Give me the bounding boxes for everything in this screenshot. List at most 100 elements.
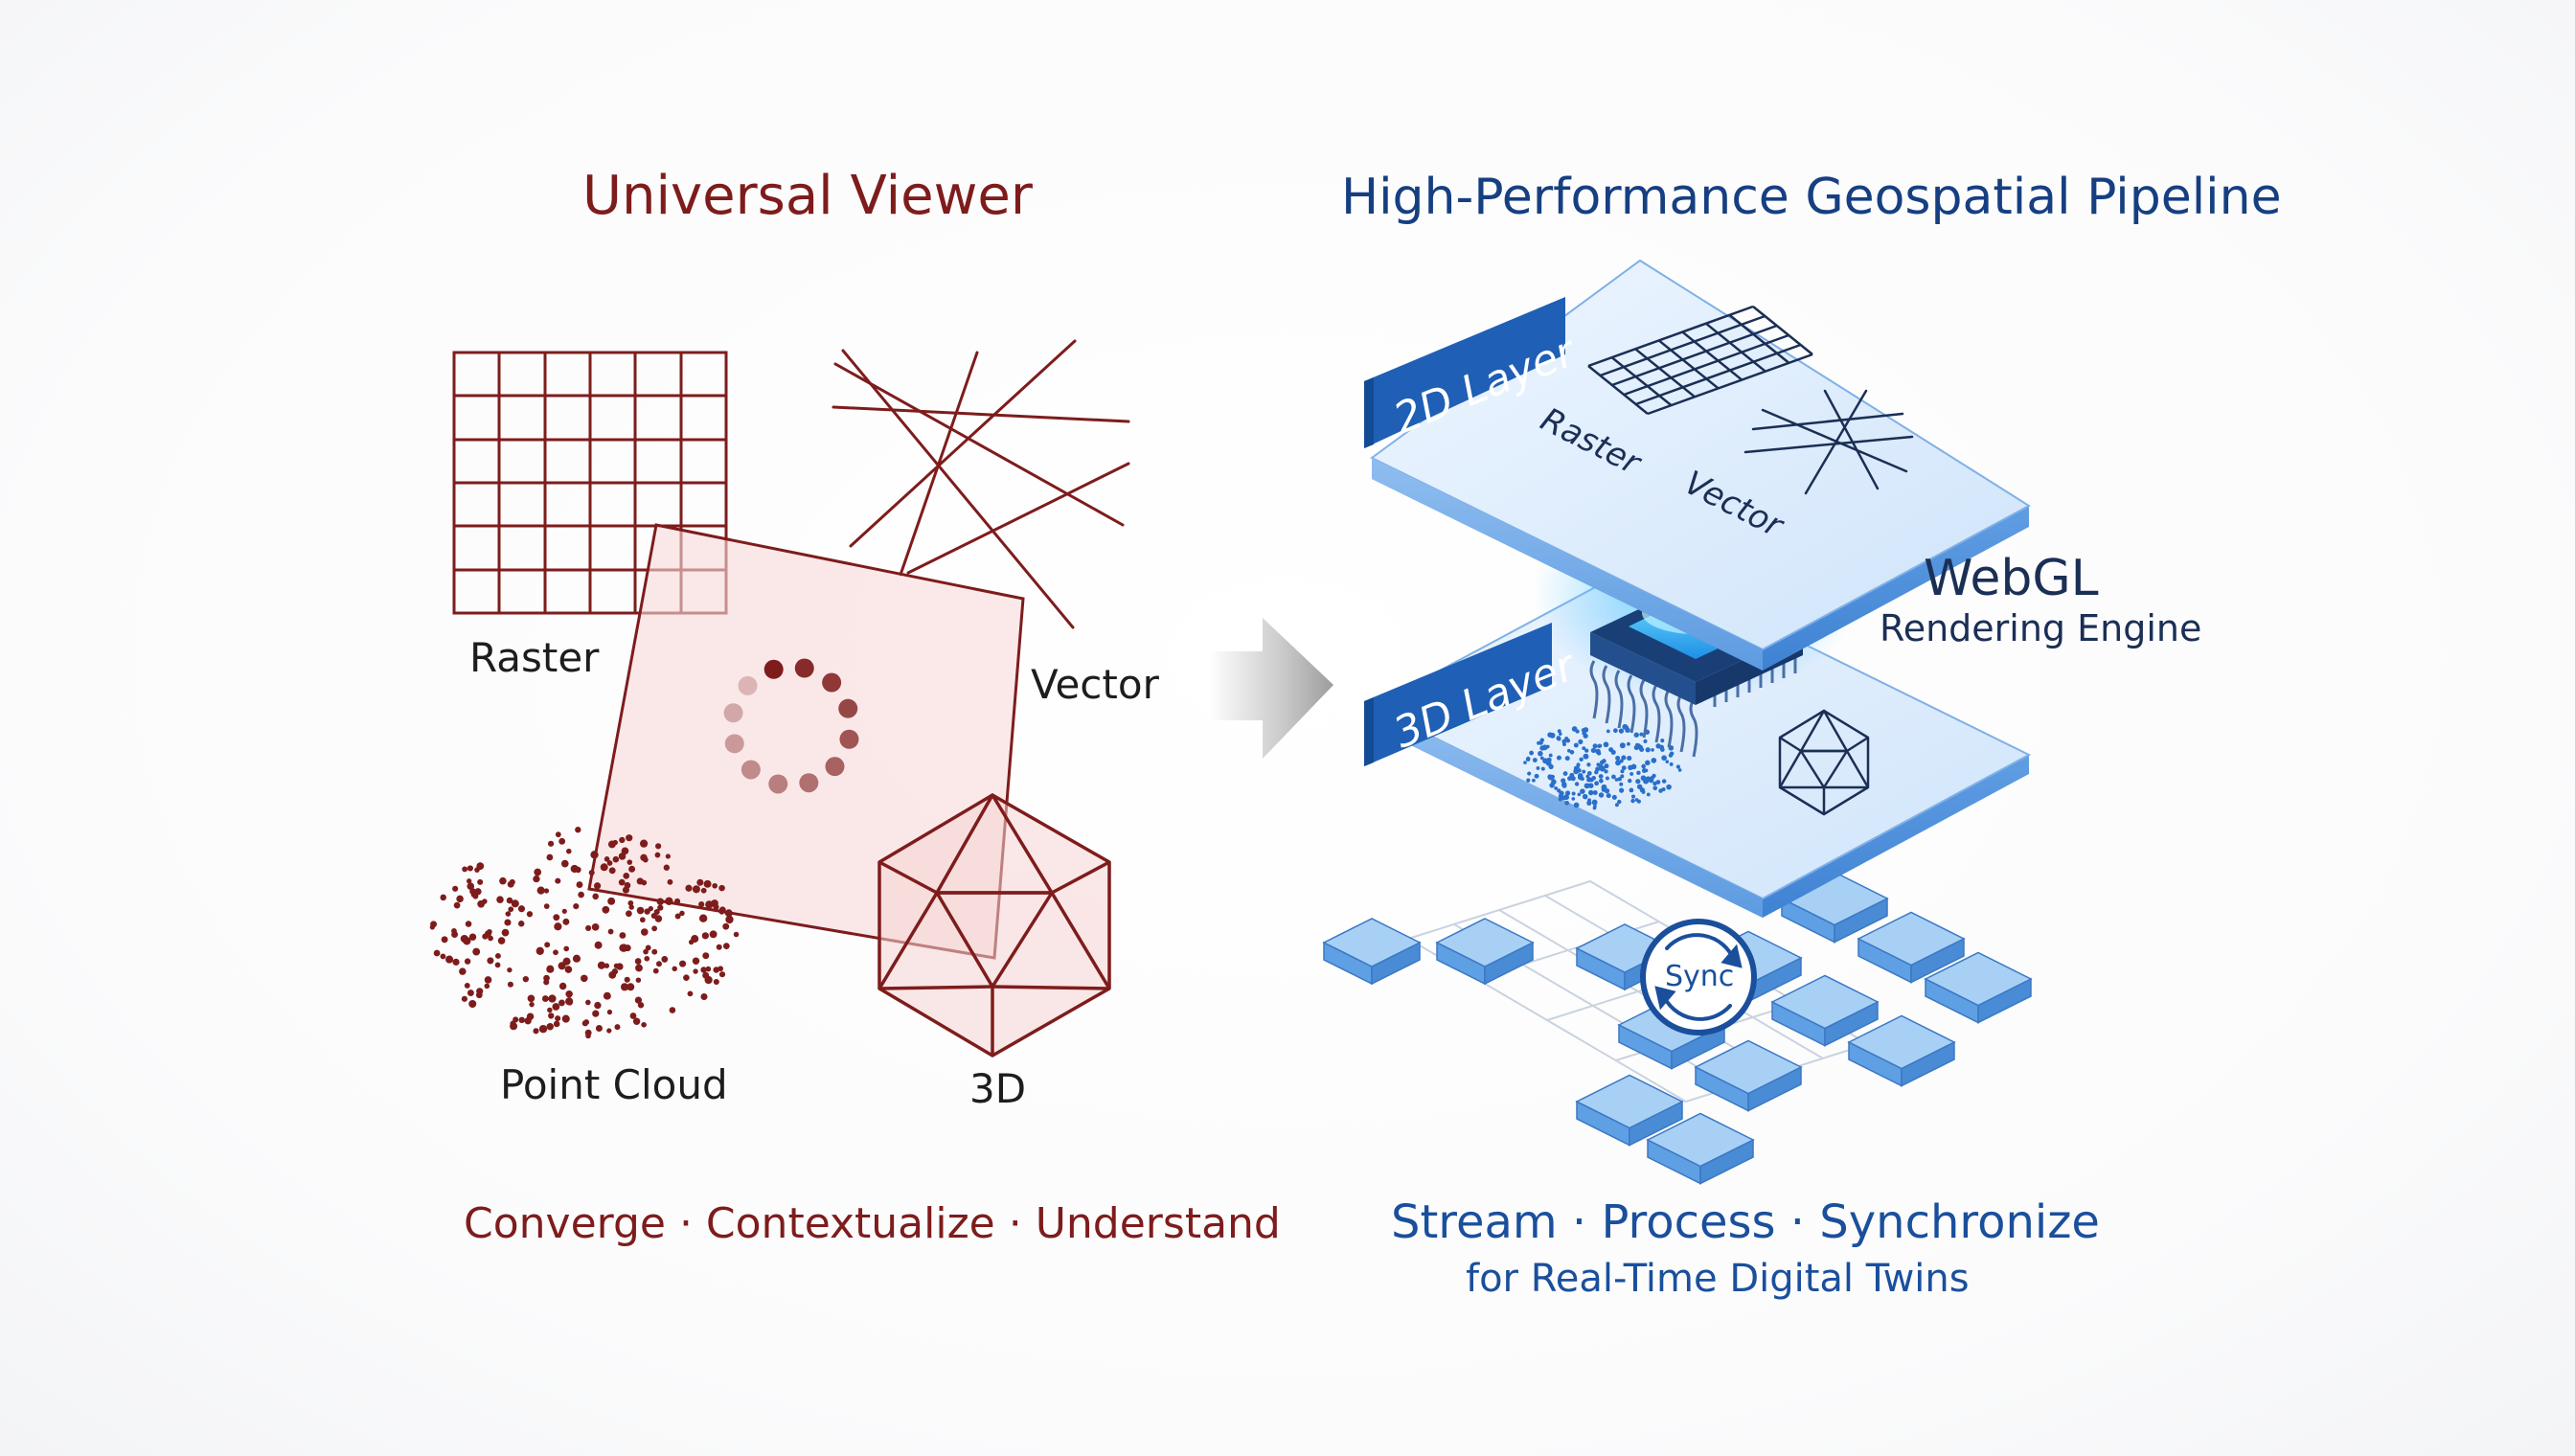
point-cloud-dot [1619,742,1626,749]
right-tagline: Stream · Process · Synchronize [1391,1195,2100,1249]
spinner-dot [822,672,842,693]
point-cloud-dot [1629,771,1634,776]
point-cloud-dot [593,882,602,890]
point-cloud-dot [1586,770,1592,776]
arrow-right-icon [1209,618,1333,759]
point-cloud-dot [1557,729,1561,734]
point-cloud-dot [614,1024,621,1031]
point-cloud-dot [543,888,550,894]
point-cloud-dot [667,878,673,885]
point-cloud-dot [661,955,669,963]
point-cloud-dot [1577,792,1582,797]
point-cloud-dot [1669,762,1674,766]
point-cloud-dot [1559,793,1563,799]
point-cloud-dot [663,864,671,871]
grid-line [1634,348,1696,398]
point-cloud-dot [1641,763,1647,769]
point-cloud-dot [1537,740,1541,745]
point-cloud-dot [725,915,734,924]
point-cloud-dot [1619,782,1624,786]
point-cloud-dot [566,999,573,1006]
point-cloud-dot [602,905,610,914]
point-cloud-dot [566,848,572,854]
point-cloud-dot [536,946,544,955]
point-cloud-dot [632,1017,641,1025]
point-cloud-dot [1557,737,1561,741]
point-cloud-dot [1604,769,1608,774]
chip-trace [1676,694,1686,753]
point-cloud-dot [472,947,481,956]
point-cloud-dot [718,909,725,915]
point-cloud-dot [517,905,526,913]
point-cloud-dot [1594,781,1600,786]
stream-tile [1646,1112,1755,1185]
grid-line [1611,324,1778,387]
chip-trace [1689,698,1698,758]
vector-label: Vector [1031,661,1159,708]
point-cloud-dot [1578,739,1584,744]
point-cloud-dot [713,978,719,986]
stream-tile [1694,1039,1803,1112]
point-cloud-dot [628,904,634,910]
point-cloud-dot [562,918,570,925]
grid-line [1705,322,1766,373]
point-cloud-dot [1601,784,1607,790]
point-cloud-dot [547,1007,553,1013]
point-cloud-dot [679,960,687,967]
grid-line [1681,330,1743,381]
left-tagline: Converge · Contextualize · Understand [464,1199,1281,1248]
point-cloud-dot [555,877,561,884]
point-cloud-dot [507,967,513,973]
point-cloud-dot [533,875,540,883]
point-cloud-dot [619,836,626,844]
stream-tile [1435,918,1535,986]
point-cloud-dot [1561,739,1567,744]
point-cloud-dot [701,932,709,940]
point-cloud-dot [651,925,658,932]
chip-trace [1614,670,1624,729]
point-cloud-dot [534,868,542,876]
point-cloud-dot [562,957,571,966]
point-cloud-dot [702,971,710,979]
spinner-dot [723,703,743,723]
right-subtagline: for Real-Time Digital Twins [1466,1257,1970,1301]
point-cloud-dot [459,967,467,975]
grid-line [1610,356,1673,407]
point-cloud-dot [640,853,648,861]
point-cloud-dot [691,935,699,944]
icosahedron-3d-icon [877,793,1111,1058]
grid-line [1752,306,1813,355]
point-cloud-dot [543,974,550,982]
point-cloud-dot [636,906,645,915]
point-cloud-dot [536,886,545,895]
spinner-dot [839,729,859,749]
grid-line [1635,343,1802,406]
point-cloud-dot [506,897,513,904]
spinner-dot [768,774,788,794]
point-cloud-dot [554,922,562,931]
point-cloud-dot [561,1014,570,1023]
point-cloud-dot [683,974,690,981]
point-cloud-icon [429,827,740,1039]
point-cloud-dot [1612,728,1618,734]
point-cloud-dot [629,1012,637,1019]
point-cloud-dot [619,932,627,939]
point-cloud-dot [1591,799,1598,806]
point-cloud-dot [712,882,718,889]
point-cloud-dot [1640,775,1647,782]
point-cloud-dot [497,937,506,944]
stream-tile [1857,911,1966,984]
point-cloud-dot [624,976,630,983]
point-cloud-dot [626,834,633,842]
point-cloud-dot [496,896,504,903]
point-cloud-dot [1573,742,1579,748]
point-cloud-dot [570,864,579,874]
point-cloud-dot [1583,753,1589,760]
point-cloud-dot [604,963,610,968]
point-cloud-dot [1565,790,1571,796]
point-cloud-dot [636,877,644,885]
point-cloud-dot [1582,793,1588,800]
grid-line [1599,314,1766,377]
point-cloud-dot [1540,766,1545,771]
point-cloud-dot [513,1016,519,1023]
